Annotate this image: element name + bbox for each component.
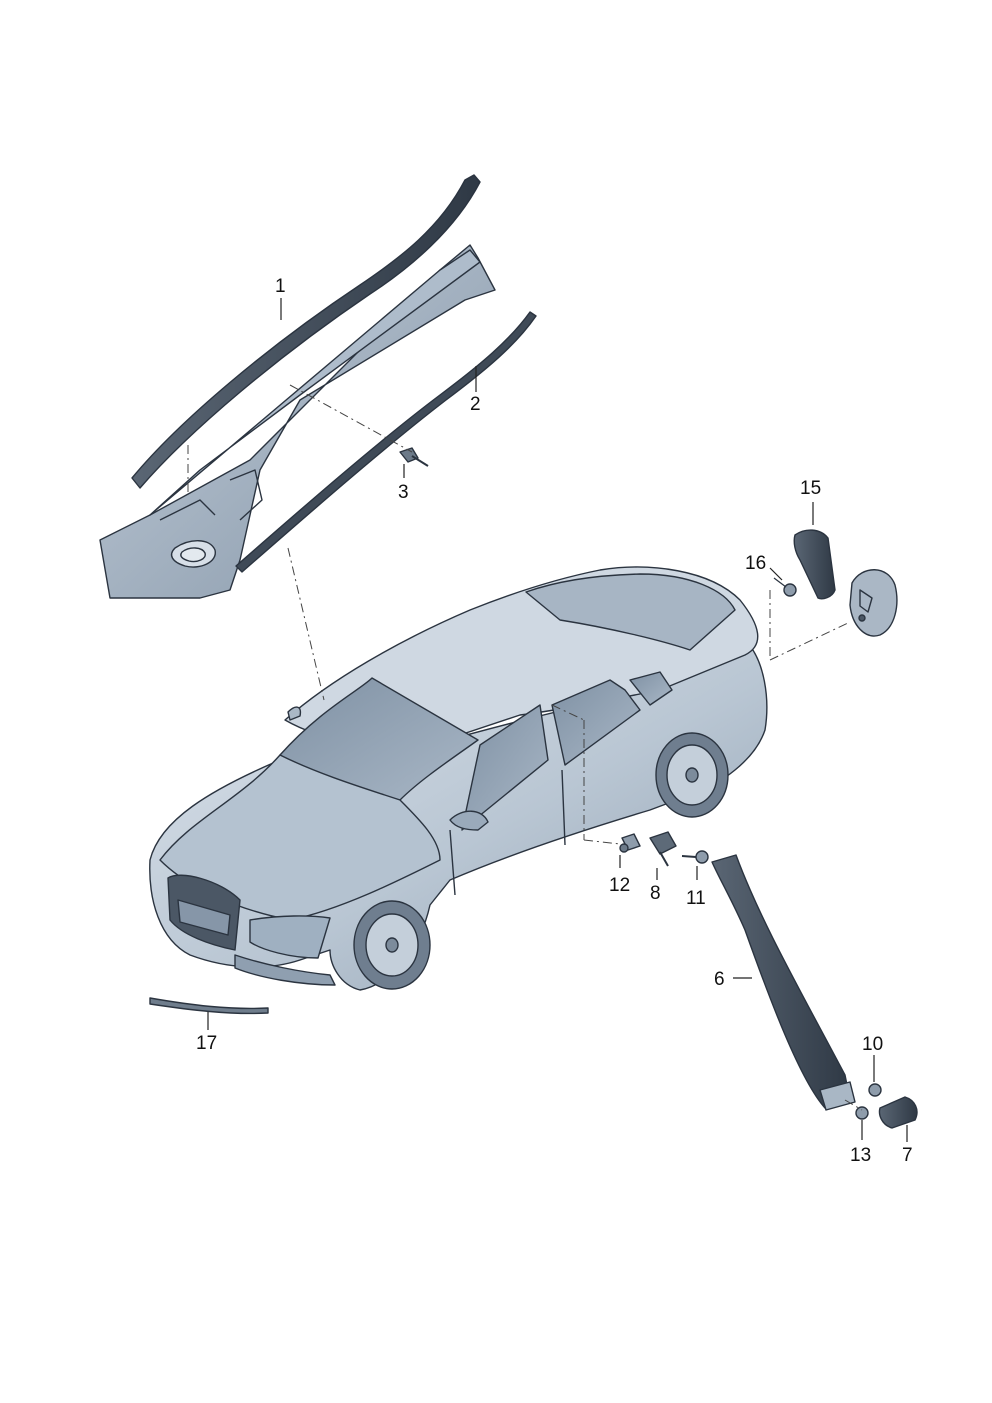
callout-11: 11 [686,888,706,909]
car-body [149,566,768,991]
callout-15: 15 [800,478,821,499]
bolt-part-16 [773,577,797,597]
callout-7: 7 [902,1145,913,1166]
callout-6: 6 [714,969,725,990]
bolt-part-10 [868,1083,882,1097]
roof-moulding-part [131,174,481,489]
callout-8: 8 [650,883,661,904]
leader-lines [207,298,908,1142]
assembly-lines [187,384,863,1111]
trim-cover-part [793,529,836,600]
callout-16: 16 [745,553,766,574]
end-cap-part [878,1096,918,1129]
callout-1: 1 [275,276,286,297]
pillar-trim-part [711,854,851,1109]
callout-2: 2 [470,394,481,415]
clip-part [399,447,429,467]
callout-12: 12 [609,875,630,896]
screw-part-11 [681,850,709,864]
seal-strip-part [235,311,537,573]
callout-3: 3 [398,482,409,503]
callout-17: 17 [196,1033,217,1054]
clip-holder-part [649,831,677,867]
nut-part-12 [619,833,641,853]
roof-frame-section [99,244,496,599]
callout-13: 13 [850,1145,871,1166]
nut-part-13 [855,1106,869,1120]
callout-10: 10 [862,1034,883,1055]
bracket-part [849,569,898,637]
grille-strip-part [149,997,269,1015]
